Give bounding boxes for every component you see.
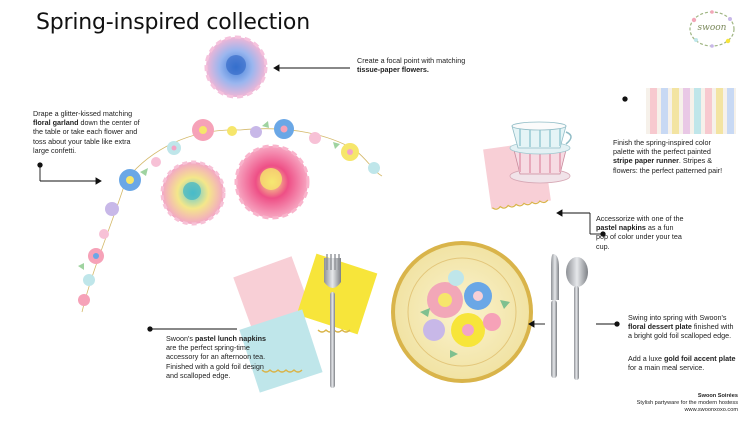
footer-url[interactable]: www.swoonxoxo.com bbox=[684, 407, 738, 413]
pointer-lines bbox=[37, 64, 628, 332]
silver-fork bbox=[324, 254, 341, 388]
caption-tissue-flowers: Create a focal point with matching tissu… bbox=[357, 56, 466, 75]
caption-floral-garland: Drape a glitter-kissed matching floral g… bbox=[33, 109, 140, 155]
tissue-flower-right bbox=[234, 144, 310, 220]
logo-text: swoon bbox=[697, 23, 727, 33]
silver-spoon bbox=[566, 257, 588, 380]
footer-tagline: Stylish partyware for the modern hostess bbox=[636, 400, 738, 406]
footer: Swoon Soirées Stylish partyware for the … bbox=[637, 393, 738, 414]
caption-pastel-napkins: Accessorize with one of the pastel napki… bbox=[596, 214, 684, 251]
tissue-flower-left bbox=[160, 160, 226, 226]
floral-garland bbox=[78, 119, 383, 313]
tissue-flower-top bbox=[204, 35, 268, 99]
caption-dessert-plate: Swing into spring with Swoon's floral de… bbox=[628, 313, 734, 341]
floral-dessert-plate bbox=[391, 241, 533, 383]
footer-brand: Swoon Soirées bbox=[697, 393, 738, 399]
caption-stripe-runner: Finish the spring-inspired color palette… bbox=[613, 138, 723, 175]
swoon-logo: swoon bbox=[686, 8, 738, 50]
pastel-lunch-napkins bbox=[233, 253, 378, 393]
logo-wreath-icon bbox=[689, 10, 735, 48]
stripe-paper-runner bbox=[646, 88, 736, 134]
silver-knife bbox=[551, 254, 559, 378]
caption-accent-plate: Add a luxe gold foil accent plate for a … bbox=[628, 354, 736, 373]
caption-lunch-napkins: Swoon's pastel lunch napkins are the per… bbox=[166, 334, 267, 380]
page-title: Spring-inspired collection bbox=[36, 10, 310, 35]
tea-cups-with-napkin bbox=[483, 121, 572, 210]
